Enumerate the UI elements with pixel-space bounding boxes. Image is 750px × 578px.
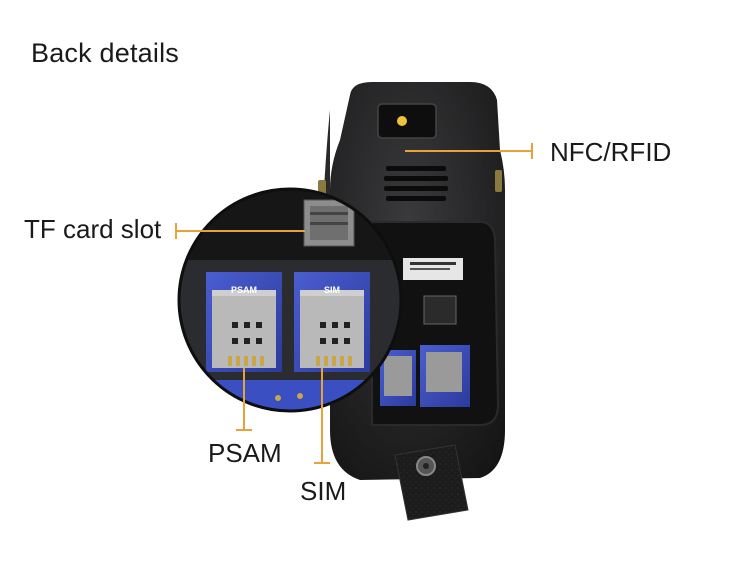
magnified-slot-view <box>177 187 403 413</box>
page-heading: Back details <box>31 38 179 68</box>
leader-lines <box>175 143 533 464</box>
nfc-rfid-label: NFC/RFID <box>550 137 672 167</box>
sim-slot-marking: SIM <box>324 285 340 295</box>
tf-card-slot-label: TF card slot <box>24 214 162 244</box>
psam-slot-marking: PSAM <box>231 285 257 295</box>
battery-compartment <box>371 221 500 426</box>
speaker-grille <box>384 166 448 201</box>
camera-window <box>377 103 437 139</box>
psam-label: PSAM <box>208 438 282 468</box>
sim-label: SIM <box>300 476 347 506</box>
hand-strap <box>394 444 469 521</box>
